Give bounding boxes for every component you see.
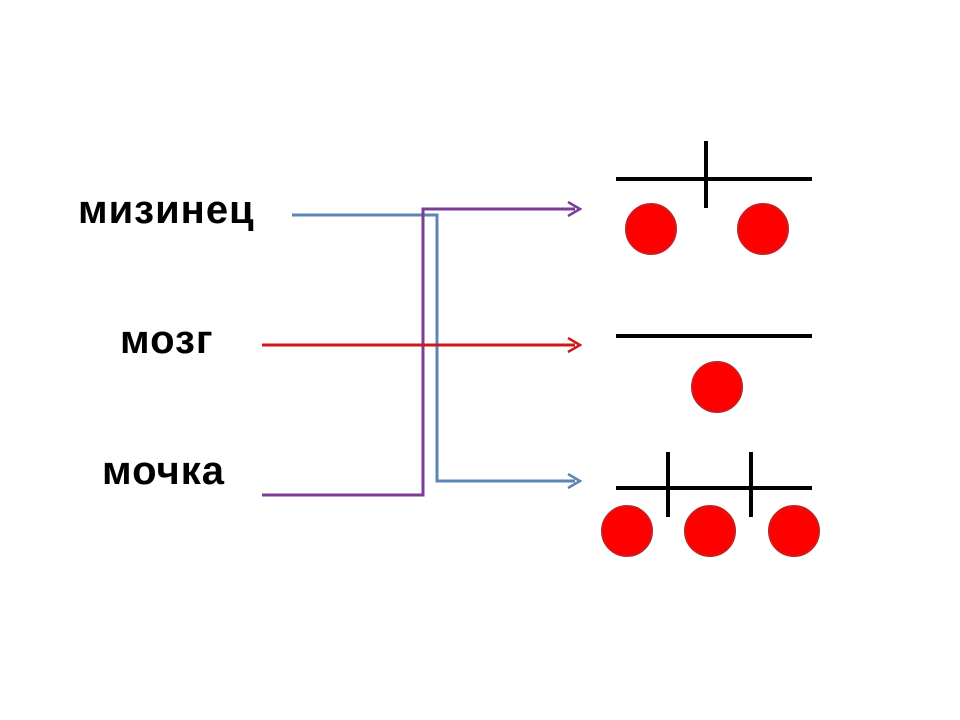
syllable-dot: [737, 203, 789, 255]
syllable-dot: [768, 505, 820, 557]
syllable-dot: [625, 203, 677, 255]
arrowhead-mizinets: [567, 472, 583, 490]
arrowhead-mochka: [567, 200, 583, 218]
scheme-row-1: [616, 334, 812, 413]
syllable-dot: [684, 505, 736, 557]
word-mochka: мочка: [102, 449, 225, 493]
syllable-dot: [691, 361, 743, 413]
scheme-row-0: [616, 141, 812, 255]
arrowhead-mozg: [567, 336, 583, 354]
connector-mizinets: [292, 213, 575, 483]
connector-mochka: [262, 207, 575, 497]
word-mozg: мозг: [120, 318, 214, 362]
word-mizinets: мизинец: [78, 188, 255, 232]
syllable-dot: [601, 505, 653, 557]
scheme-row-2: [601, 452, 820, 557]
